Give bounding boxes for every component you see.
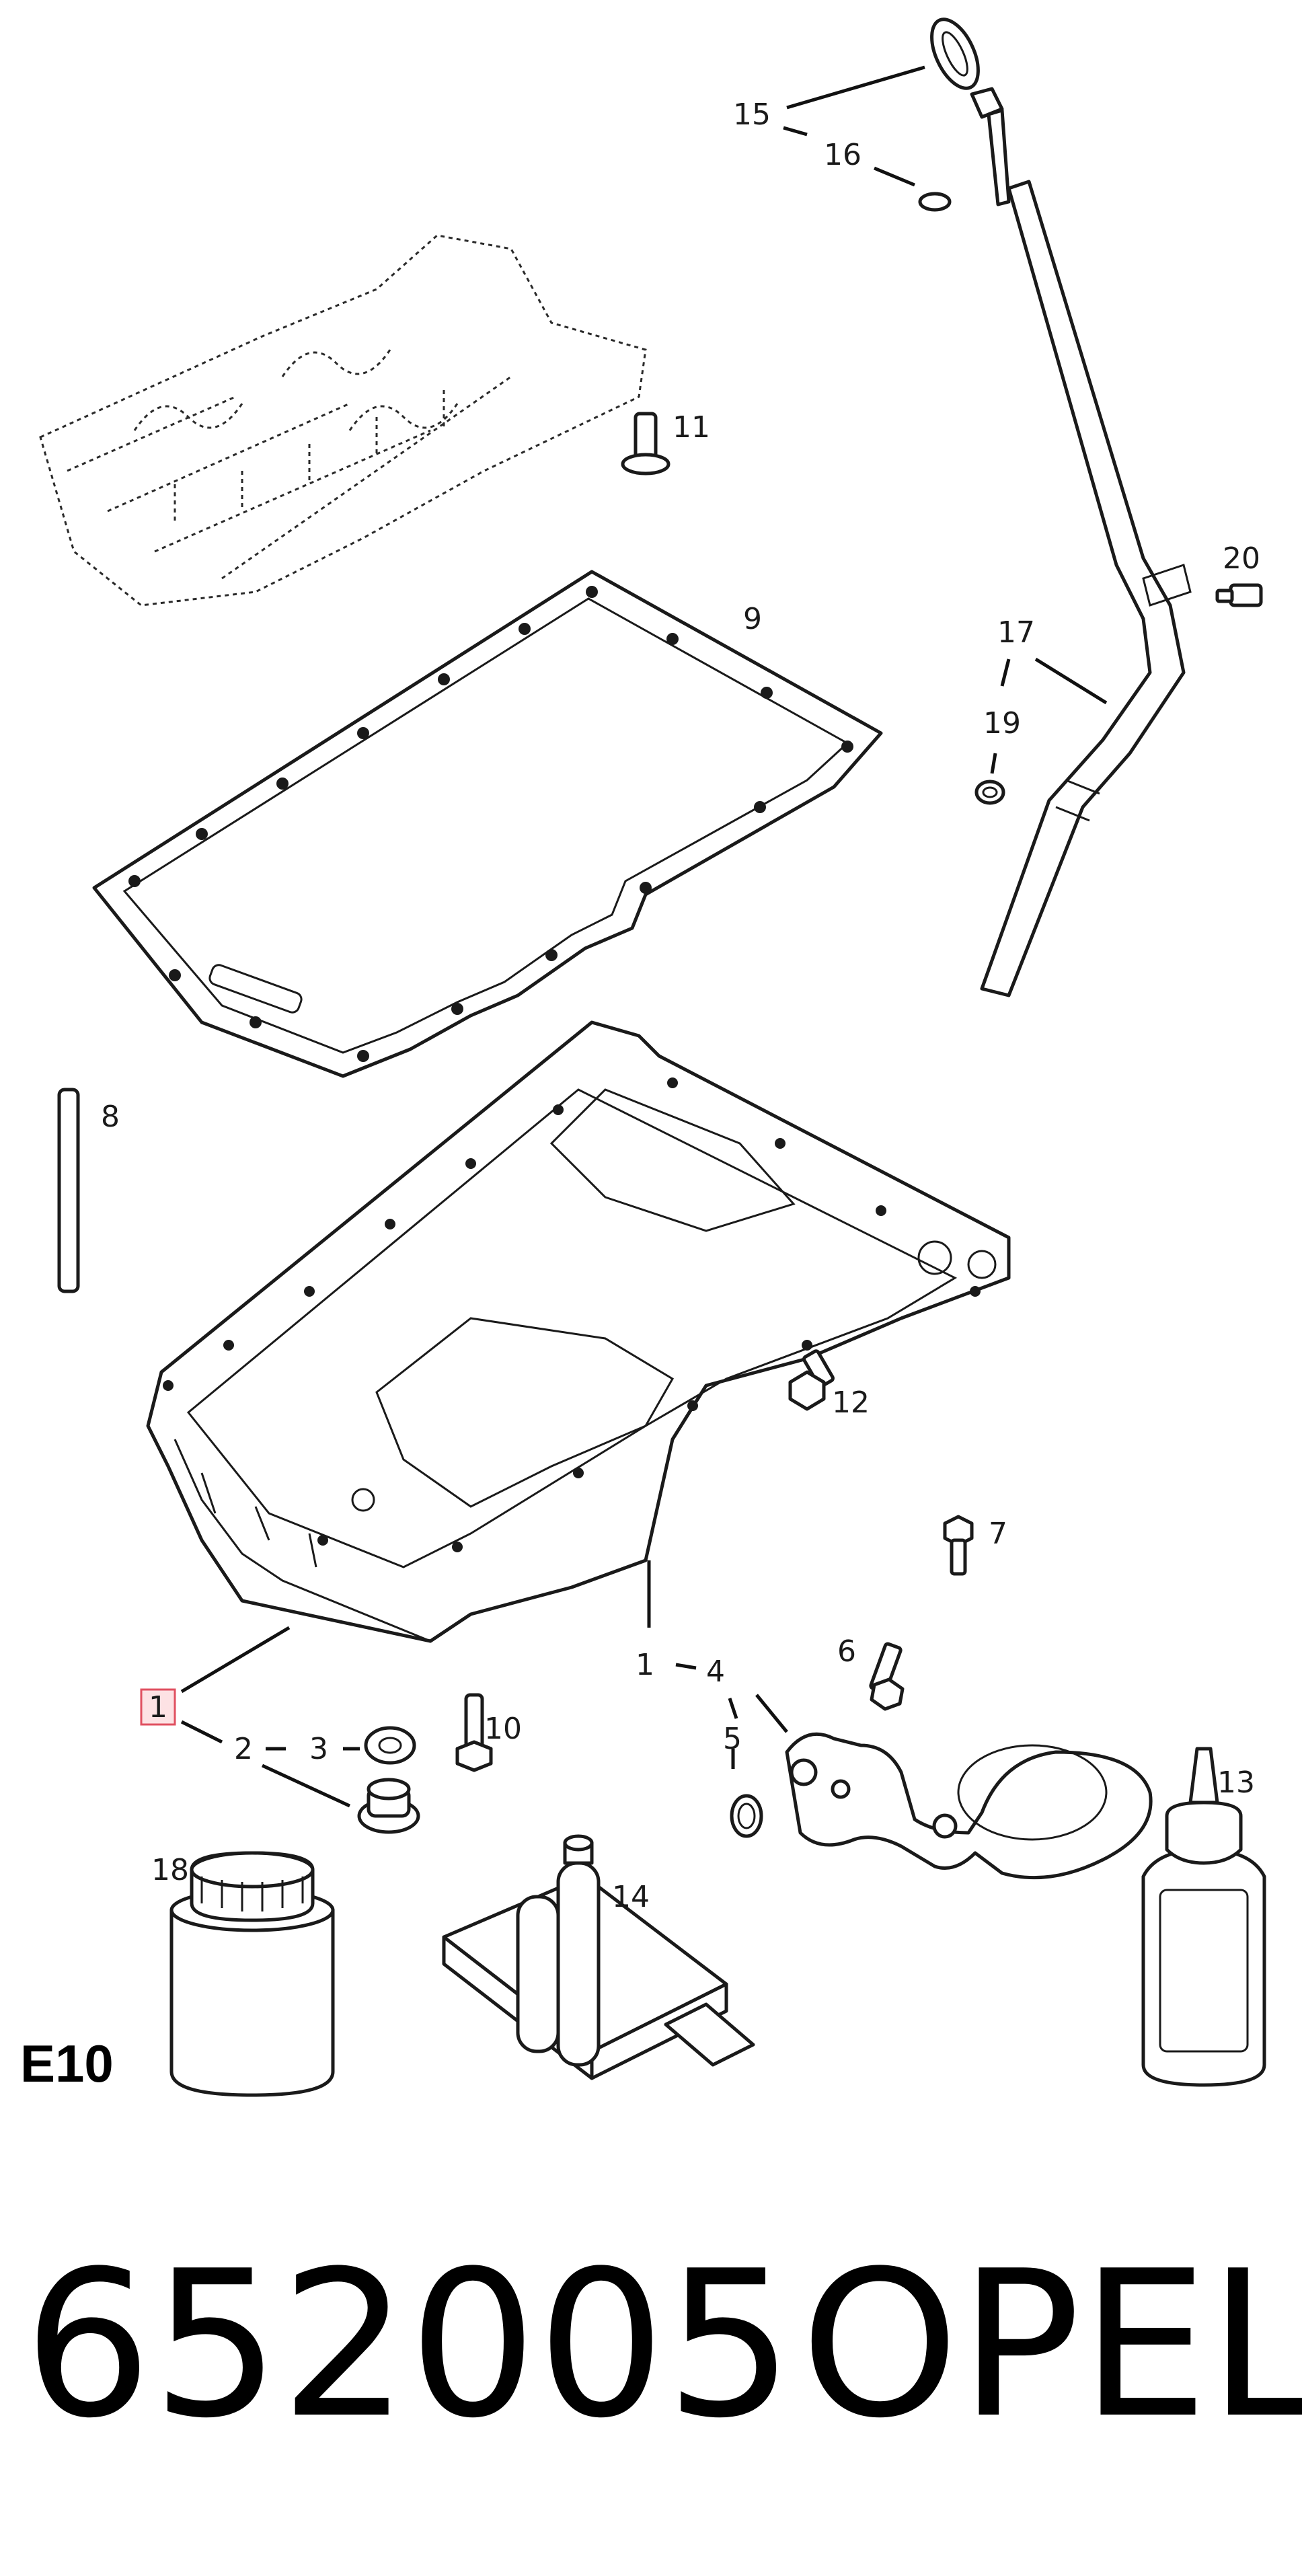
callout-18[interactable]: 18 xyxy=(151,1853,189,1887)
callout-17[interactable]: 17 xyxy=(997,615,1035,650)
callout-16[interactable]: 16 xyxy=(824,138,861,172)
callout-1-secondary[interactable]: 1 xyxy=(636,1648,654,1682)
oil-pickup-4 xyxy=(785,1732,1153,1880)
callouts: 1 1 2 3 4 5 6 7 8 9 10 11 12 13 14 15 16… xyxy=(101,98,1260,1914)
part-number: 652005 xyxy=(24,2228,794,2462)
o-ring-19-icon xyxy=(974,780,1005,805)
callout-20[interactable]: 20 xyxy=(1223,541,1260,576)
drain-plug-2-icon xyxy=(357,1778,420,1834)
bolt-10-icon xyxy=(455,1693,493,1772)
bolt-11-icon xyxy=(621,412,671,476)
callout-6[interactable]: 6 xyxy=(837,1634,856,1669)
leader-lines xyxy=(180,65,1108,1808)
callout-1[interactable]: 1 xyxy=(149,1690,167,1725)
bolt-12-icon xyxy=(788,1349,835,1411)
callout-15[interactable]: 15 xyxy=(733,98,771,132)
engine-block-outline xyxy=(39,234,647,607)
callout-5[interactable]: 5 xyxy=(723,1722,742,1756)
callout-2[interactable]: 2 xyxy=(234,1732,253,1766)
callout-4[interactable]: 4 xyxy=(706,1655,725,1689)
oil-pan-gasket xyxy=(92,570,883,1078)
callout-13[interactable]: 13 xyxy=(1217,1766,1255,1800)
section-code: E10 xyxy=(20,2034,114,2093)
dipstick-tube-17 xyxy=(980,180,1192,997)
bolt-20-icon xyxy=(1215,583,1263,607)
liquid-bottle-13 xyxy=(1141,1747,1266,2087)
oil-pan xyxy=(146,1020,1011,1643)
callout-10[interactable]: 10 xyxy=(484,1712,522,1746)
callout-1-highlight xyxy=(140,1688,176,1726)
container-18 xyxy=(169,1851,335,2097)
callout-9[interactable]: 9 xyxy=(743,602,762,636)
brand-name: OPEL xyxy=(800,2228,1302,2462)
callout-7[interactable]: 7 xyxy=(989,1517,1007,1551)
sealant-kit-14 xyxy=(442,1834,755,2080)
bolt-6-icon xyxy=(869,1642,905,1711)
washer-3-icon xyxy=(364,1726,416,1765)
o-ring-5-icon xyxy=(730,1794,763,1838)
dipstick-15 xyxy=(930,17,1011,206)
callout-3[interactable]: 3 xyxy=(309,1732,328,1766)
bolt-7-icon xyxy=(943,1515,974,1576)
callout-19[interactable]: 19 xyxy=(983,706,1021,741)
callout-12[interactable]: 12 xyxy=(832,1386,870,1420)
stud-8-icon xyxy=(57,1088,80,1293)
callout-8[interactable]: 8 xyxy=(101,1100,120,1134)
callout-14[interactable]: 14 xyxy=(612,1880,650,1914)
callout-11[interactable]: 11 xyxy=(673,410,710,445)
seal-16-icon xyxy=(918,192,952,212)
